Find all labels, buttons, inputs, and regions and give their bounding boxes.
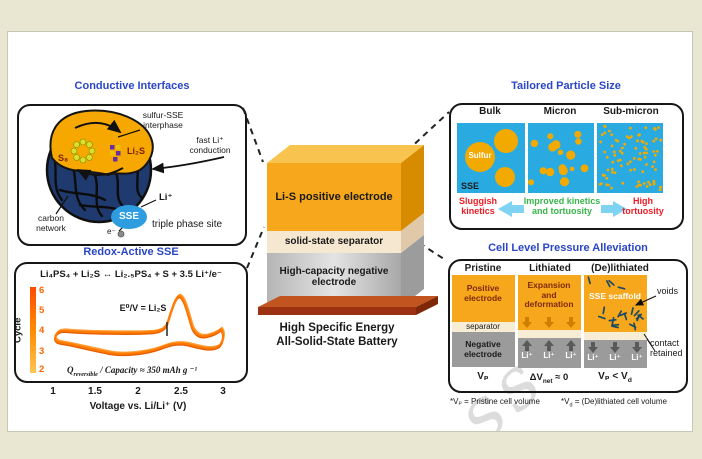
tortuosity-note: High tortuosity	[622, 196, 664, 217]
fast-li-label: fast Li⁺ conduction	[189, 135, 231, 155]
tailored-title: Tailored Particle Size	[511, 80, 621, 92]
x-tick-2: 2	[135, 386, 141, 397]
x-tick-1-5: 1.5	[88, 386, 102, 397]
scaffold-label: SSE scaffold	[589, 291, 641, 301]
separator-block-label: separator	[466, 321, 500, 331]
positive-block-label: Positive electrode	[464, 283, 502, 303]
x-tick-1: 1	[50, 386, 56, 397]
dv-base: ΔV	[529, 372, 543, 383]
footnote-vp: *Vₚ = Pristine cell volume	[450, 397, 540, 406]
li-label: Li⁺	[565, 351, 577, 360]
delithiated-header: (De)lithiated	[591, 263, 649, 274]
delta-v-label: ΔVnet ≈ 0	[529, 372, 569, 385]
submicron-header: Sub-micron	[603, 106, 659, 117]
fn2-sub: d	[569, 402, 573, 409]
x-tick-3: 3	[220, 386, 226, 397]
fn2-base: *V	[561, 397, 570, 406]
x-tick-2-5: 2.5	[174, 386, 188, 397]
vp-label: Vₚ	[477, 371, 489, 382]
micron-header: Micron	[543, 106, 577, 117]
vp-vd-label: Vₚ < Vd	[598, 371, 632, 385]
voltage-axis-label: Voltage vs. Li/Li⁺ (V)	[89, 401, 187, 412]
bulk-header: Bulk	[479, 106, 501, 117]
s8-label: S₈	[58, 153, 69, 163]
vpvd-base: Vₚ < V	[598, 371, 628, 382]
delithiated-separator-block	[584, 332, 647, 340]
sulfur-circle-label: Sulfur	[468, 151, 492, 160]
triple-phase-label: triple phase site	[152, 219, 223, 230]
contact-retained-label: contact retained	[650, 338, 683, 359]
negative-block-label: Negative electrode	[464, 339, 502, 359]
conductive-interfaces-box	[17, 104, 247, 246]
redox-title: Redox-Active SSE	[83, 246, 179, 258]
lithiated-separator-block	[518, 330, 581, 338]
li-label: Li⁺	[631, 353, 643, 362]
micron-panel	[528, 123, 594, 193]
carbon-network-label: carbon network	[36, 213, 66, 233]
q-capacity-annotation: Qreversible / Capacity ≈ 350 mAh g ⁻¹	[67, 365, 197, 379]
q-subscript: reversible	[73, 371, 98, 378]
pristine-negative-block	[452, 332, 515, 367]
cycle-tick-4: 4	[39, 325, 45, 336]
positive-electrode-label: Li-S positive electrode	[275, 191, 393, 203]
improved-note: Improved kinetics and tortuosity	[523, 196, 601, 217]
li-ion-label: Li⁺	[159, 192, 173, 203]
conductive-title: Conductive Interfaces	[74, 80, 190, 92]
redox-equation: Li₄PS₄ + Li₂S ↔ Li₂.₅PS₄ + S + 3.5 Li⁺/e…	[40, 269, 222, 280]
pristine-header: Pristine	[464, 263, 502, 274]
pristine-positive-block	[452, 275, 515, 322]
caption-line2: All-Solid-State Battery	[276, 336, 398, 348]
cycle-axis-label: Cycle	[12, 317, 24, 343]
dv-rest: ≈ 0	[552, 372, 569, 383]
e0-annotation: E⁰/V = Li₂S	[119, 303, 167, 313]
li2s-label: Li₂S	[127, 146, 145, 156]
li-label: Li⁺	[543, 351, 555, 360]
negative-electrode-label: High-capacity negative electrode	[279, 266, 389, 289]
li-label: Li⁺	[587, 353, 599, 362]
cycle-tick-3: 3	[39, 346, 45, 357]
lithiated-header: Lithiated	[529, 263, 571, 274]
pressure-alleviation-box	[448, 259, 688, 393]
pristine-separator-block	[452, 322, 515, 332]
footnote-vd: *Vd = (De)lithiated cell volume	[561, 397, 667, 409]
cycle-tick-6: 6	[39, 285, 45, 296]
li-label: Li⁺	[609, 353, 621, 362]
tailored-particle-size-box	[449, 103, 684, 230]
sse-matrix-label: SSE	[461, 181, 480, 191]
vpvd-sub: d	[627, 377, 632, 384]
fn2-rest: = (De)lithiated cell volume	[572, 397, 667, 406]
cycle-colorbar	[30, 287, 36, 373]
electron-label: e⁻	[107, 227, 116, 236]
voids-label: voids	[657, 286, 679, 296]
q-rest: / Capacity ≈ 350 mAh g ⁻¹	[97, 365, 198, 375]
dv-sub: net	[542, 377, 553, 385]
submicron-panel	[597, 123, 663, 193]
delithiated-positive-block	[584, 275, 647, 332]
expansion-label: Expansion and deformation	[524, 280, 574, 310]
caption-line1: High Specific Energy	[279, 322, 395, 334]
li-label: Li⁺	[521, 351, 533, 360]
separator-label: solid-state separator	[284, 236, 384, 247]
sse-label: SSE	[118, 211, 140, 222]
cycle-tick-2: 2	[39, 364, 45, 375]
redox-active-sse-box	[14, 262, 248, 383]
cycle-tick-5: 5	[39, 305, 45, 316]
sluggish-note: Sluggish kinetics	[459, 196, 497, 217]
interphase-label: sulfur-SSE interphase	[142, 110, 184, 130]
q-symbol: Q	[66, 365, 74, 375]
pressure-title: Cell Level Pressure Alleviation	[488, 242, 648, 254]
